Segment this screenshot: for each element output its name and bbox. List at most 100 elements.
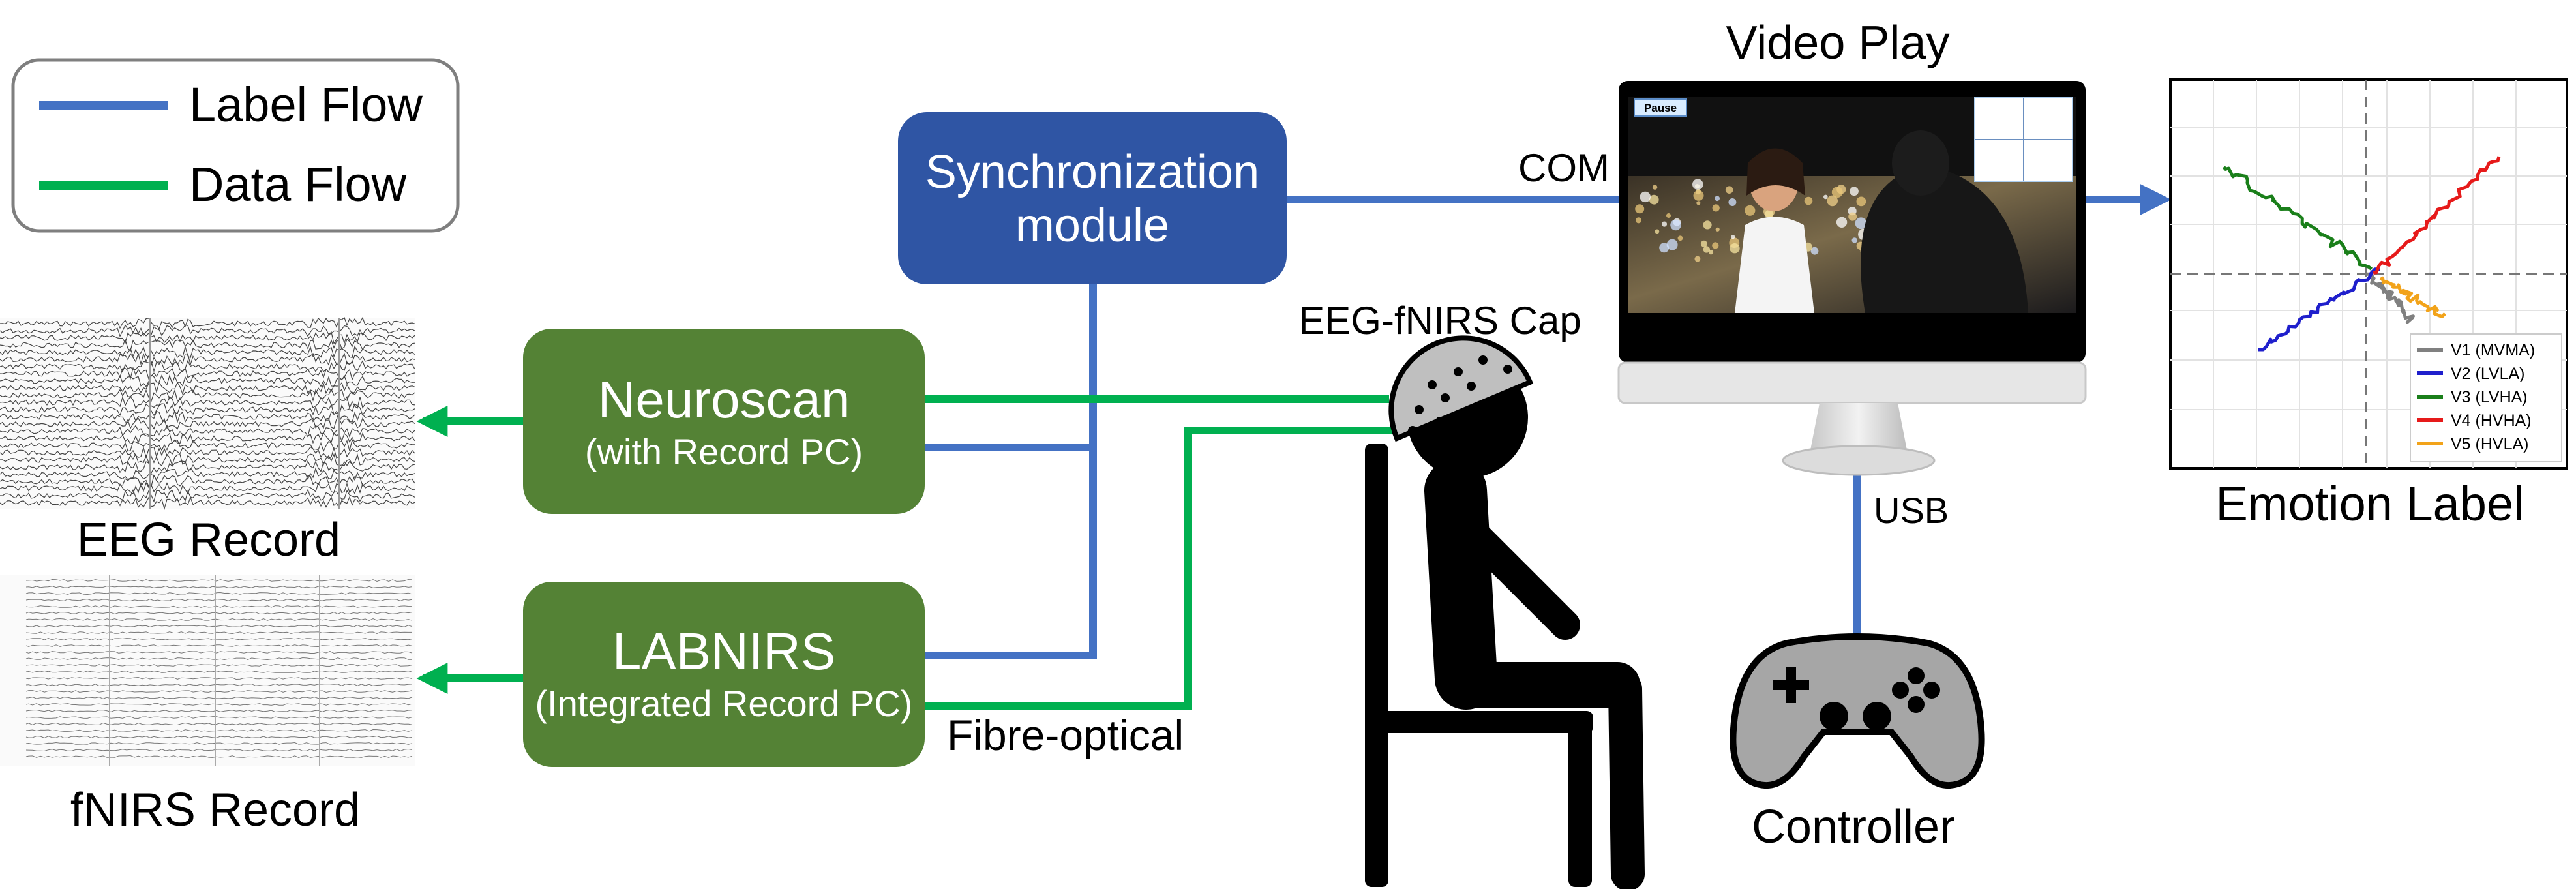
fnirs-channel-trace [25, 676, 413, 680]
sync-box-bg [898, 112, 1287, 284]
bokeh-light [1640, 191, 1651, 203]
pause-button[interactable] [1634, 98, 1687, 117]
bokeh-light [1851, 237, 1857, 243]
emotion-trajectories [2222, 156, 2501, 352]
fnirs-channel-trace [25, 618, 413, 622]
video-person-hair [1746, 148, 1805, 196]
bokeh-light [1670, 219, 1681, 231]
video-person-back [1861, 160, 2028, 313]
fnirs-channel-trace [25, 702, 413, 706]
labnirs-box-bg [523, 582, 925, 767]
fnirs-channel-trace [25, 722, 413, 726]
fnirs-channel-trace [25, 729, 413, 732]
fnirs-channel-trace [25, 716, 413, 719]
controller-dpad-v [1786, 667, 1796, 703]
fnirs-channel-trace [25, 651, 413, 654]
pause-button-label: Pause [1644, 102, 1677, 114]
labnirs-box: LABNIRS (Integrated Record PC) [523, 582, 925, 767]
neuroscan-subtitle: (with Record PC) [585, 431, 863, 472]
fnirs-channel-trace [25, 742, 413, 745]
eeg-channel-trace [0, 316, 415, 330]
bokeh-light [1728, 198, 1737, 206]
eeg-channel-trace [0, 481, 415, 495]
bokeh-light [1731, 235, 1735, 239]
emotion-trajectory [2373, 156, 2501, 275]
bokeh-light [1666, 239, 1678, 250]
neuroscan-title: Neuroscan [598, 370, 850, 429]
eeg-channel-trace [0, 382, 415, 395]
chair-back [1365, 444, 1388, 887]
eeg-waveforms [0, 316, 415, 511]
fnirs-channel-trace [25, 689, 413, 693]
synchronization-module-box: Synchronization module [898, 112, 1287, 284]
bokeh-light [1831, 187, 1843, 198]
bokeh-light [1855, 217, 1867, 230]
emotion-trajectory [2379, 276, 2446, 319]
cap-electrode [1428, 380, 1437, 389]
emotion-legend-label: V2 (LVLA) [2451, 365, 2524, 383]
bokeh-light [1700, 240, 1707, 247]
eeg-channel-trace [0, 446, 415, 459]
cap-electrode [1467, 382, 1476, 391]
emotion-trajectory [2222, 166, 2373, 271]
cap-electrode [1408, 426, 1417, 435]
fnirs-channel-trace [25, 611, 413, 615]
bokeh-light [1661, 221, 1668, 227]
bokeh-light [1848, 212, 1857, 221]
emotion-legend-label: V1 (MVMA) [2451, 341, 2535, 359]
fnirs-channel-trace [25, 748, 413, 752]
emotion-legend-label: V4 (HVHA) [2451, 412, 2532, 430]
cap-electrode [1478, 355, 1488, 365]
emotion-label-chart: V1 (MVMA)V2 (LVLA)V3 (LVHA)V4 (HVHA)V5 (… [2169, 78, 2568, 531]
bokeh-light [1659, 243, 1670, 253]
eeg-channel-trace [0, 324, 415, 337]
label-flow-lines [925, 184, 2172, 659]
eeg-fnirs-cap [1388, 335, 1534, 442]
fnirs-channel-trace [25, 663, 413, 667]
fnirs-channel-trace [25, 638, 413, 641]
controller-stick-right [1863, 702, 1891, 731]
monitor-chin [1617, 361, 2087, 404]
bokeh-light [1693, 190, 1704, 201]
video-monitor: Video Play Pause [1617, 17, 2087, 476]
eeg-channel-trace [0, 460, 415, 474]
bokeh-light [1856, 196, 1866, 207]
emotion-label-title: Emotion Label [2215, 477, 2524, 531]
fnirs-channel-trace [25, 735, 413, 739]
fnirs-channel-trace [25, 599, 413, 602]
neuroscan-box: Neuroscan (with Record PC) [523, 329, 925, 514]
eeg-channel-trace [0, 331, 415, 345]
eeg-channel-trace [0, 474, 415, 489]
sync-to-labnirs-line [925, 282, 1097, 659]
eeg-channel-trace [0, 432, 415, 445]
labnirs-subtitle: (Integrated Record PC) [535, 683, 913, 724]
participant-arm [1454, 513, 1580, 640]
fnirs-channel-trace [25, 631, 412, 635]
data-flow-lines [416, 395, 1402, 710]
bokeh-light [1715, 196, 1720, 202]
bokeh-light [1823, 194, 1828, 200]
eeg-channel-trace [0, 424, 415, 438]
labnirs-title: LABNIRS [612, 622, 835, 680]
controller-button [1908, 696, 1925, 713]
chair-leg [1568, 717, 1592, 887]
cap-electrode [1503, 365, 1512, 374]
controller-button [1908, 667, 1925, 684]
legend-data-flow: Data Flow [189, 157, 407, 211]
eeg-channel-trace [0, 467, 415, 481]
fnirs-waveforms [25, 579, 413, 758]
fibre-optical-label: Fibre-optical [947, 711, 1184, 759]
bokeh-light [1708, 249, 1714, 255]
bokeh-light [1635, 217, 1642, 224]
bokeh-light [1677, 235, 1683, 241]
controller-body [1730, 633, 1985, 789]
fibre-optical-line [925, 427, 1402, 710]
fnirs-channel-trace [25, 624, 413, 628]
bokeh-light [1712, 204, 1720, 212]
bokeh-light [1804, 196, 1813, 205]
eeg-channel-trace [0, 417, 415, 430]
participant: EEG-fNIRS Cap [1298, 299, 1645, 889]
bokeh-light [1703, 246, 1710, 253]
fnirs-channel-trace [25, 579, 413, 582]
com-label: COM [1518, 146, 1610, 190]
